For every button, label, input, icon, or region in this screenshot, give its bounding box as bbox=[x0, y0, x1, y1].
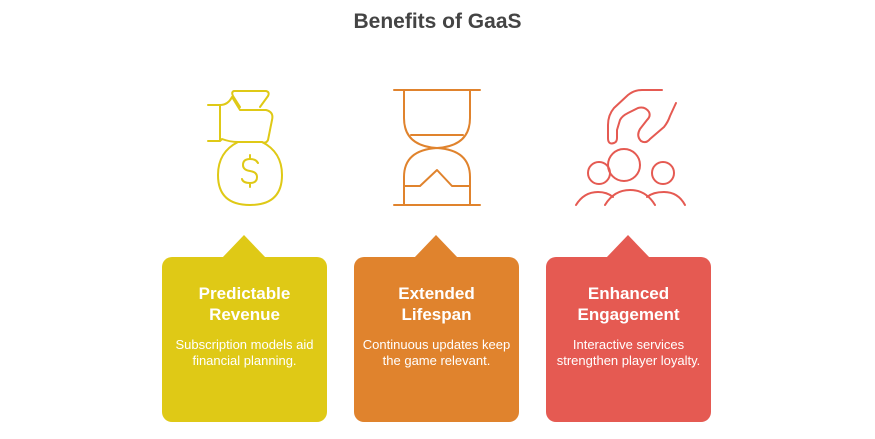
card-description: Continuous updates keep the game relevan… bbox=[362, 337, 511, 368]
money-bag-hand-icon bbox=[207, 90, 283, 206]
card-title-line2: Revenue bbox=[209, 305, 280, 324]
card-title-line2: Lifespan bbox=[401, 305, 472, 324]
card-title-line1: Enhanced bbox=[587, 284, 670, 303]
hourglass-icon bbox=[393, 89, 481, 206]
hand-over-people-icon bbox=[575, 89, 686, 206]
card-title-line1: Predictable bbox=[198, 284, 291, 303]
card-title-line1: Extended bbox=[398, 284, 475, 303]
card-description: Subscription models aid financial planni… bbox=[175, 337, 314, 368]
page-title: Benefits of GaaS bbox=[353, 10, 522, 33]
card-title-line2: Engagement bbox=[577, 305, 680, 324]
card-description: Interactive services strengthen player l… bbox=[556, 337, 701, 368]
